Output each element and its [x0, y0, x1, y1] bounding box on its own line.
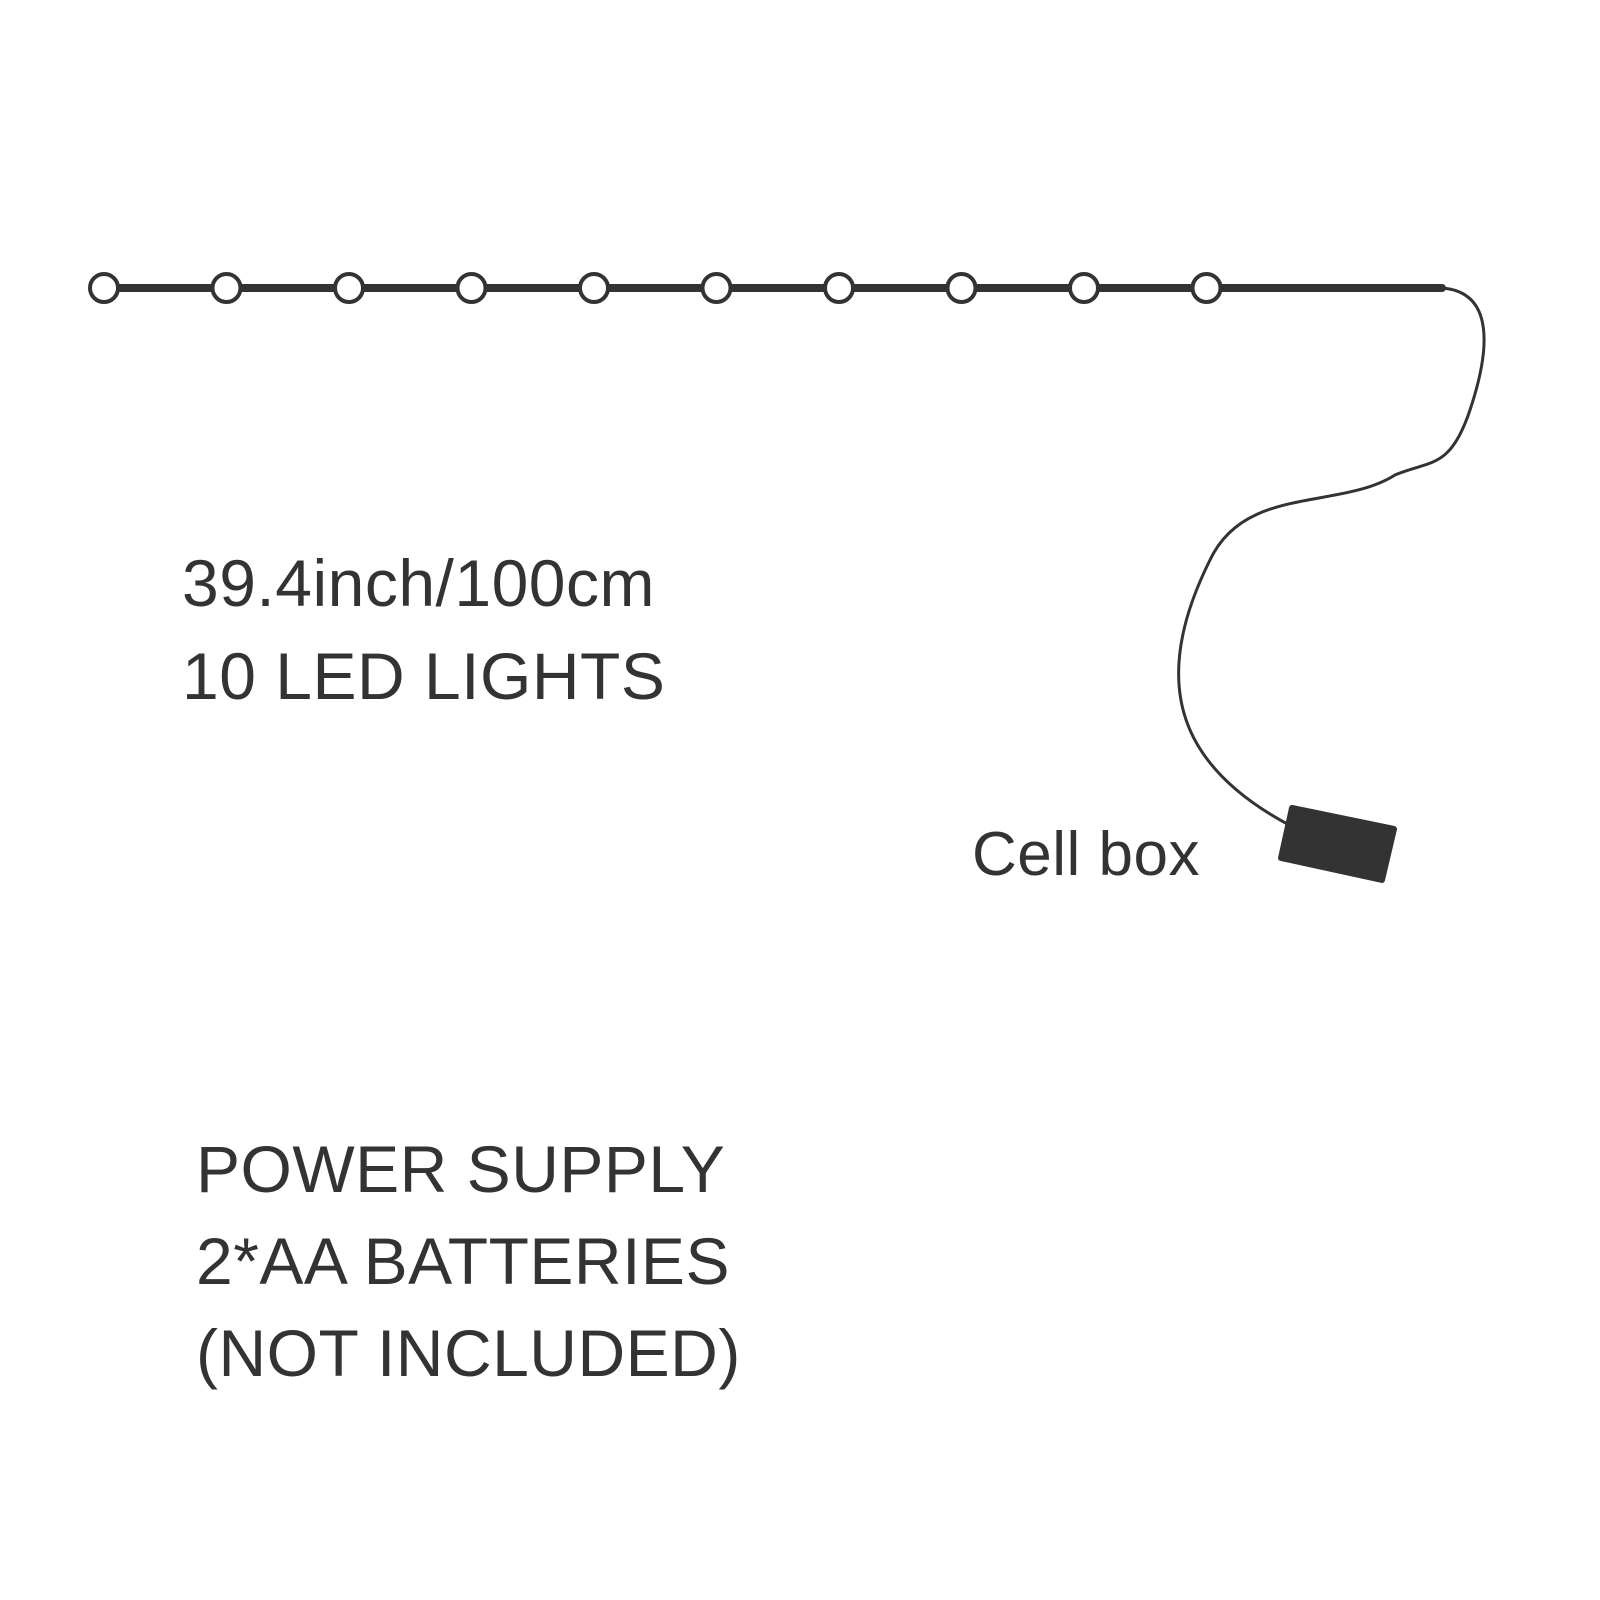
length-label: 39.4inch/100cm — [182, 546, 655, 620]
led-light-9 — [1068, 272, 1100, 304]
led-light-1 — [88, 272, 120, 304]
led-light-5 — [578, 272, 610, 304]
lead-wire — [1177, 286, 1486, 828]
not-included-label: (NOT INCLUDED) — [196, 1316, 741, 1390]
battery-label: 2*AA BATTERIES — [196, 1224, 730, 1298]
led-light-2 — [210, 272, 243, 304]
led-light-10 — [1190, 272, 1223, 304]
led-count-label: 10 LED LIGHTS — [182, 639, 666, 713]
led-lights-group — [88, 272, 1223, 304]
led-light-6 — [700, 272, 733, 304]
power-supply-label: POWER SUPPLY — [196, 1132, 726, 1206]
led-light-4 — [455, 272, 488, 304]
cell-box-label: Cell box — [972, 820, 1200, 889]
cell-box-icon — [1278, 805, 1397, 883]
led-light-3 — [333, 272, 365, 304]
led-light-8 — [945, 272, 978, 304]
led-light-7 — [823, 272, 855, 304]
